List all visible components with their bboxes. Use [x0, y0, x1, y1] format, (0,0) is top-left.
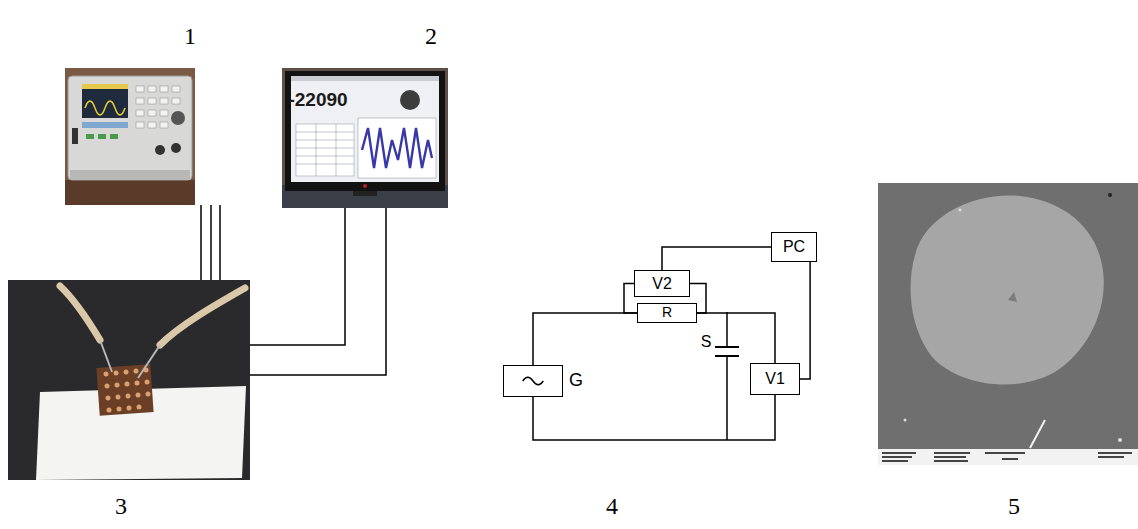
monitor-photo	[282, 68, 448, 208]
display-reading: -22090	[288, 90, 347, 111]
voltmeter-box: V1	[750, 363, 800, 395]
function-generator-photo	[65, 68, 195, 205]
capacitor-symbol	[715, 312, 739, 440]
node-label: V2	[652, 275, 672, 293]
wire	[662, 247, 771, 270]
callout-number: 3	[115, 493, 127, 519]
resistor-box: R	[637, 303, 697, 323]
voltmeter-box: V2	[634, 270, 690, 297]
computer-box: PC	[771, 232, 817, 262]
node-label: PC	[783, 238, 805, 256]
wire	[533, 313, 637, 365]
callout-number: 4	[606, 493, 618, 519]
callout-number: 2	[425, 23, 437, 49]
generator-box: G	[503, 365, 563, 397]
node-label: V1	[765, 370, 785, 388]
wire	[533, 395, 775, 440]
component-label: S	[701, 333, 712, 351]
callout-number: 1	[184, 23, 196, 49]
node-label: G	[569, 371, 583, 391]
node-label: R	[662, 305, 672, 320]
wire	[800, 262, 810, 379]
sem-image	[878, 183, 1138, 465]
wire	[697, 313, 775, 363]
callout-number: 5	[1008, 493, 1020, 519]
sample-photo	[8, 280, 250, 480]
cables	[201, 205, 386, 375]
sine-symbol	[504, 366, 562, 396]
